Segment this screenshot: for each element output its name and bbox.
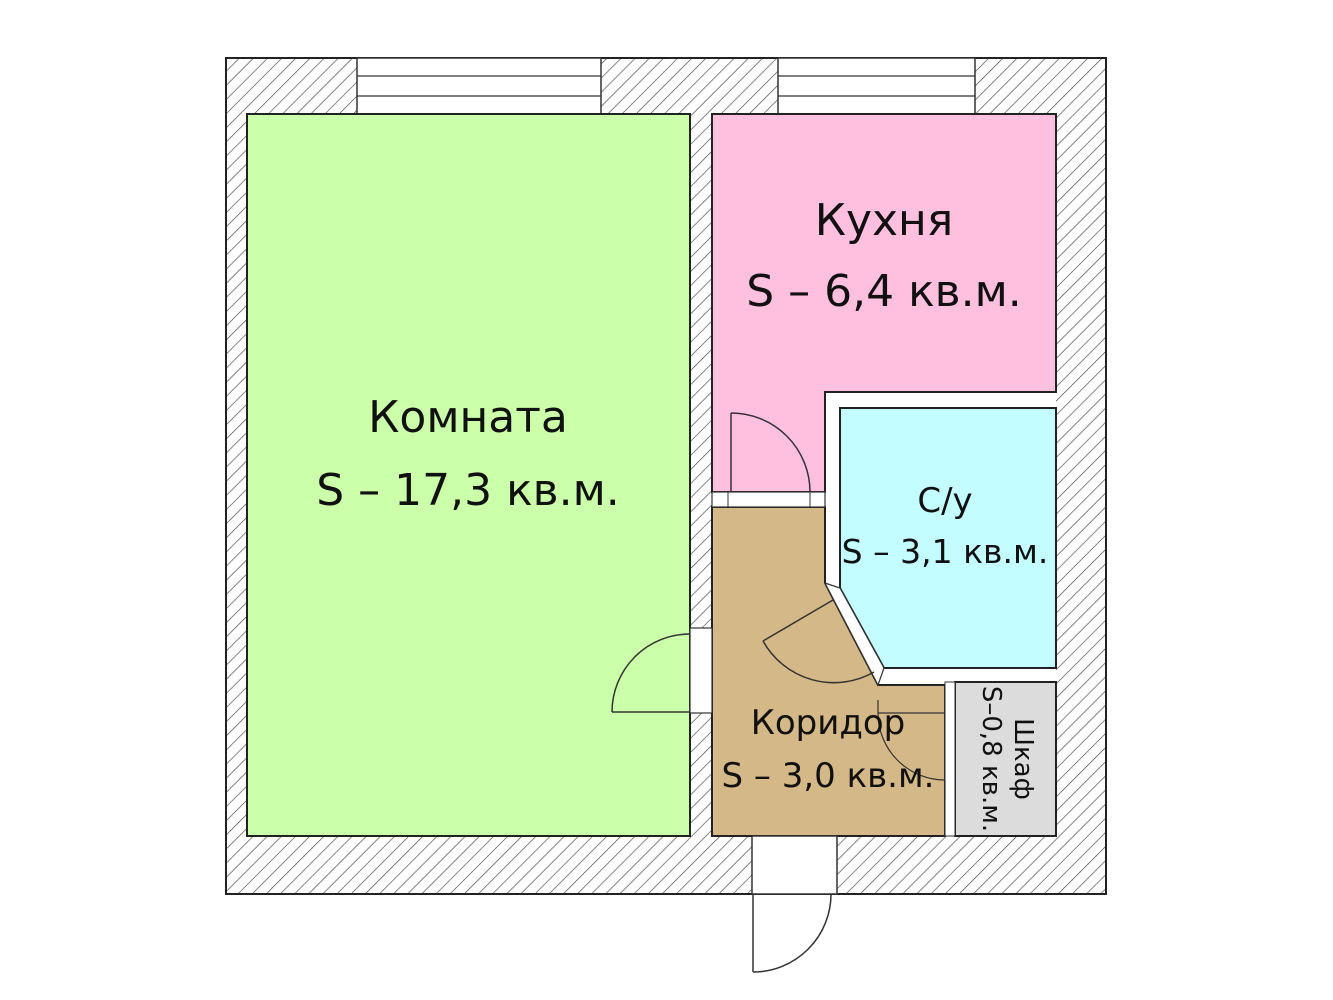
room-su — [839, 407, 1057, 669]
room-kukhnya-area: S – 6,4 кв.м. — [746, 266, 1022, 317]
room-komnata — [246, 113, 691, 837]
room-kukhnya-name: Кухня — [815, 195, 954, 246]
room-su-name: С/у — [917, 481, 972, 521]
closet-door — [877, 681, 956, 837]
entrance-doorway — [751, 835, 838, 895]
room-su-area: S – 3,1 кв.м. — [842, 532, 1049, 571]
doorway — [689, 627, 713, 714]
room-komnata-name: Комната — [368, 392, 568, 443]
door-swing-icon — [730, 412, 811, 493]
window-icon — [356, 57, 602, 115]
door-swing-icon — [752, 893, 832, 973]
room-koridor-name: Коридор — [751, 703, 906, 743]
room-shkaf-name: Шкаф — [1008, 718, 1038, 800]
room-koridor-area: S – 3,0 кв.м. — [722, 756, 935, 796]
room-shkaf-area: S–0,8 кв.м. — [976, 686, 1006, 832]
room-koridor — [711, 506, 946, 837]
window-icon — [777, 57, 976, 115]
bathroom-door — [823, 581, 885, 687]
door-swing-icon — [762, 599, 875, 684]
door-swing-icon — [611, 633, 691, 713]
room-komnata-area: S – 17,3 кв.м. — [316, 465, 620, 516]
doorway — [711, 491, 826, 508]
